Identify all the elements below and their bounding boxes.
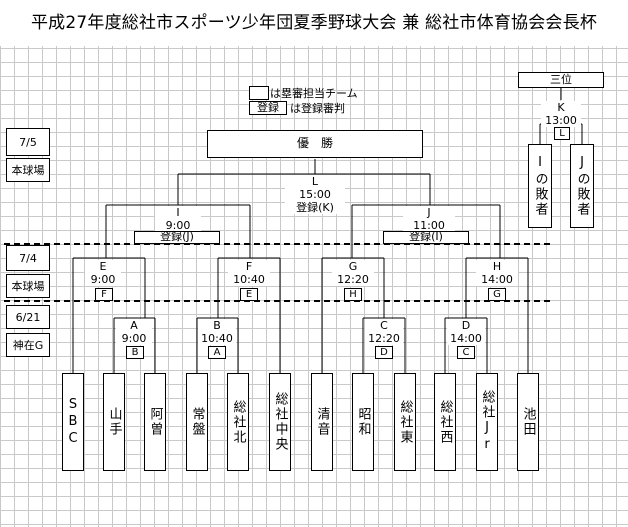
match-label-semi: I 9:00 [155, 206, 201, 232]
game-time: 10:40 [201, 332, 233, 345]
legend-umpire-swatch [249, 86, 269, 100]
team-box: 総社中央 [269, 373, 291, 471]
game-id: F [245, 260, 253, 273]
match-label-quarter: F 10:40 [228, 260, 270, 286]
team-name: 阿曽 [147, 407, 163, 437]
date-label: 7/4 [6, 245, 50, 271]
team-box: 総社東 [394, 373, 416, 471]
team-box: 総社北 [227, 373, 249, 471]
match-label-semi: J 11:00 [403, 206, 455, 232]
game-time: 15:00 [299, 188, 331, 201]
champion-box: 優 勝 [207, 130, 423, 158]
match-label-first: B 10:40 [198, 319, 236, 345]
team-box: 池田 [517, 373, 539, 471]
game-time: 14:00 [450, 332, 482, 345]
legend-scorer-box: 登録 [249, 101, 287, 115]
team-name: 総社東 [397, 399, 413, 445]
game-time: 9:00 [165, 219, 191, 232]
umpire-box: G [488, 288, 506, 301]
umpire-box: A [208, 346, 226, 359]
umpire-box: B [126, 346, 144, 359]
game-time: 12:20 [368, 332, 400, 345]
umpire-box: L [554, 127, 570, 140]
game-id: I [176, 206, 180, 219]
umpire-box: C [457, 346, 475, 359]
team-name: 総社北 [230, 399, 246, 445]
team-name: SBC [65, 396, 81, 448]
game-time: 13:00 [545, 114, 577, 127]
team-name: Iの敗者 [532, 155, 548, 217]
team-name: 山手 [106, 407, 122, 437]
umpire-box: D [375, 346, 393, 359]
scorer-box: 登録(J) [134, 231, 220, 244]
legend-umpire-text: は塁審担当チーム [270, 87, 358, 100]
venue-label: 神在G [6, 333, 50, 357]
game-time: 11:00 [413, 219, 445, 232]
game-time: 12:20 [337, 273, 369, 286]
third-place-box: 三位 [518, 72, 604, 88]
team-box: 昭和 [352, 373, 374, 471]
scorer-box: 登録(I) [383, 231, 469, 244]
umpire-box: E [240, 288, 258, 301]
team-box: 山手 [103, 373, 125, 471]
game-id: C [380, 319, 388, 332]
team-name: 常盤 [189, 407, 205, 437]
game-time: 9:00 [90, 273, 116, 286]
match-label-quarter: G 12:20 [332, 260, 374, 286]
team-name: 昭和 [355, 407, 371, 437]
game-id: J [427, 206, 431, 219]
game-id: H [492, 260, 502, 273]
team-box: 総社Jr [476, 373, 498, 471]
match-label-first: A 9:00 [116, 319, 152, 345]
game-time: 9:00 [121, 332, 147, 345]
game-id: B [213, 319, 221, 332]
date-label: 7/5 [6, 128, 50, 156]
game-id: A [130, 319, 138, 332]
match-label-third: K 13:00 [541, 101, 581, 127]
team-box: 総社西 [434, 373, 456, 471]
team-box: 阿曽 [144, 373, 166, 471]
team-box: Iの敗者 [528, 144, 552, 228]
team-box: 常盤 [186, 373, 208, 471]
game-id: E [99, 260, 107, 273]
match-label-final: L 15:00 登録(K) [285, 175, 345, 214]
team-name: 総社西 [437, 399, 453, 445]
team-name: 総社Jr [479, 390, 495, 454]
team-name: 総社中央 [272, 392, 288, 452]
legend-scorer-text: は登録審判 [290, 102, 345, 115]
match-label-quarter: E 9:00 [85, 260, 121, 286]
team-name: Jの敗者 [574, 155, 590, 217]
team-box: SBC [62, 373, 84, 471]
game-id: G [348, 260, 358, 273]
date-label: 6/21 [6, 305, 50, 329]
venue-label: 本球場 [6, 274, 50, 298]
game-id: D [461, 319, 471, 332]
team-name: 池田 [520, 407, 536, 437]
umpire-box: F [95, 288, 113, 301]
venue-label: 本球場 [6, 158, 50, 182]
page-title: 平成27年度総社市スポーツ少年団夏季野球大会 兼 総社市体育協会会長杯 [0, 0, 628, 46]
game-id: L [311, 175, 319, 188]
team-box: Jの敗者 [570, 144, 594, 228]
game-time: 14:00 [481, 273, 513, 286]
match-label-quarter: H 14:00 [476, 260, 518, 286]
match-label-first: D 14:00 [447, 319, 485, 345]
game-time: 10:40 [233, 273, 265, 286]
game-id: K [557, 101, 565, 114]
umpire-box: H [344, 288, 362, 301]
team-name: 清音 [314, 407, 330, 437]
scorer-assignment: 登録(K) [296, 201, 334, 214]
team-box: 清音 [311, 373, 333, 471]
match-label-first: C 12:20 [365, 319, 403, 345]
